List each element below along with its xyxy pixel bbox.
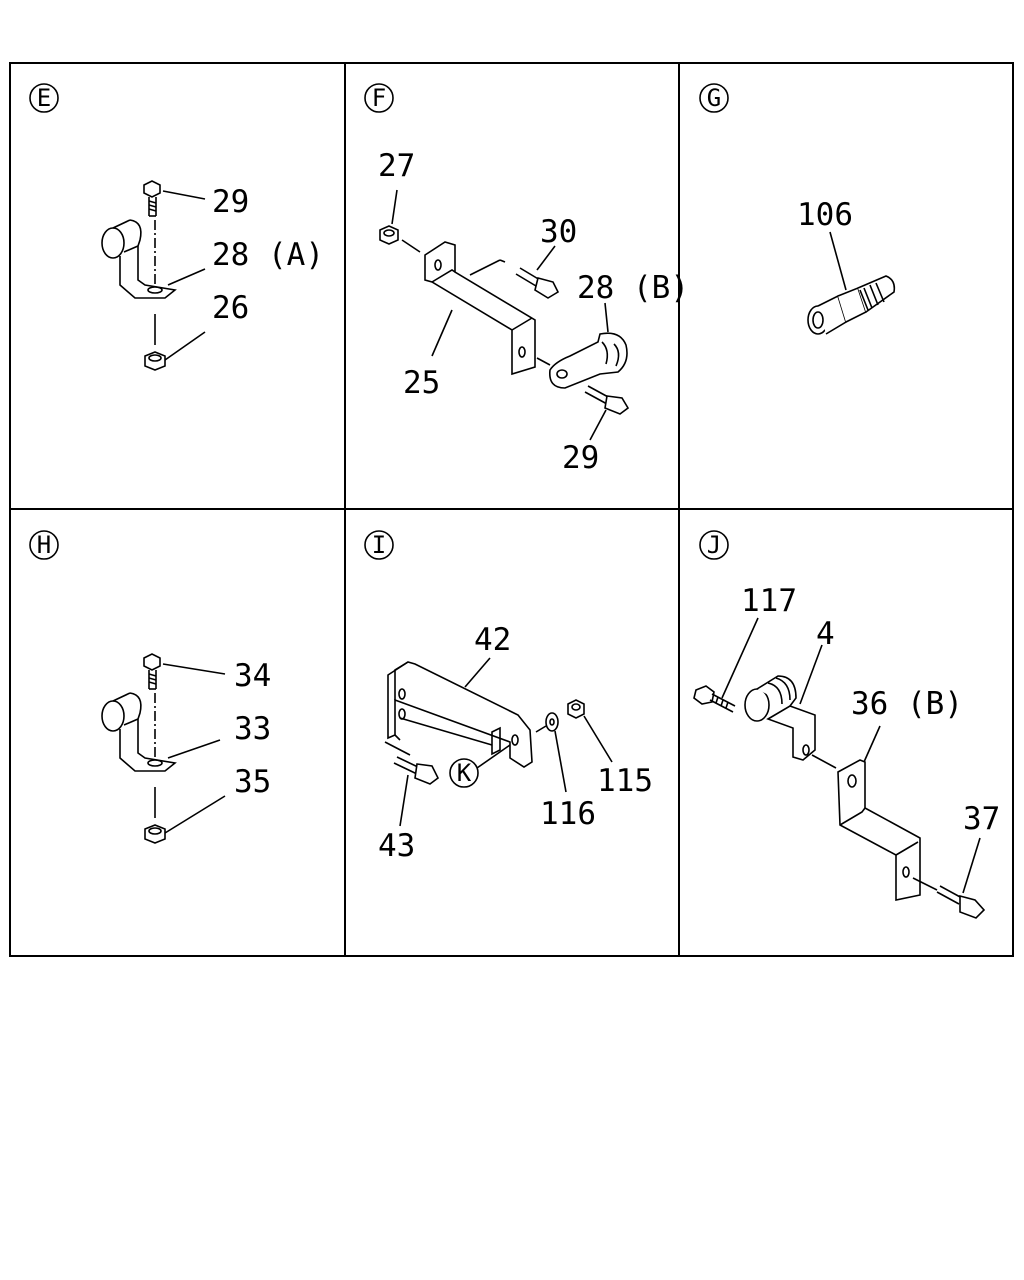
bolt-icon [143, 653, 161, 690]
panel-e: E 29 28 (A) 26 [29, 83, 324, 371]
callout-43: 43 [378, 828, 415, 864]
callout-116: 116 [540, 796, 596, 832]
callout-36b: 36 (B) [851, 686, 963, 722]
callout-4: 4 [816, 616, 835, 652]
nut-icon [144, 351, 166, 371]
bolt-icon [143, 180, 161, 217]
bracket-icon [424, 241, 536, 376]
callout-42: 42 [474, 622, 511, 658]
callout-26: 26 [212, 290, 249, 326]
panel-g: G 106 [699, 83, 896, 335]
washer-icon [545, 712, 559, 732]
panel-letter-g: G [707, 84, 721, 112]
bracket-icon [837, 759, 921, 901]
clip-icon [744, 675, 816, 761]
panel-letter-f: F [372, 84, 386, 112]
bolt-icon [936, 885, 986, 919]
clamp-icon [101, 692, 177, 772]
callout-k: K [457, 759, 472, 787]
callout-117: 117 [741, 583, 797, 619]
callout-35: 35 [234, 764, 271, 800]
callout-106: 106 [797, 197, 853, 233]
bracket-icon [387, 661, 533, 768]
bolt-icon [693, 685, 736, 713]
clamp-icon [101, 219, 177, 299]
callout-37: 37 [963, 801, 1000, 837]
panel-i: I K [364, 530, 653, 864]
fitting-icon [807, 275, 896, 335]
callout-29: 29 [212, 184, 249, 220]
bolt-icon [584, 385, 630, 415]
panel-h: H 34 33 35 [29, 530, 271, 844]
callout-28a: 28 (A) [212, 237, 324, 273]
callout-115: 115 [597, 763, 653, 799]
panel-letter-j: J [707, 531, 721, 559]
nut-icon [379, 225, 399, 245]
panel-f: F [364, 83, 689, 476]
callout-30: 30 [540, 214, 577, 250]
bolt-icon [515, 267, 560, 299]
callout-25: 25 [403, 365, 440, 401]
panel-letter-i: I [372, 531, 386, 559]
bolt-icon [393, 756, 440, 785]
nut-icon [144, 824, 166, 844]
callout-27: 27 [378, 148, 415, 184]
clip-icon [548, 332, 628, 389]
nut-icon [567, 699, 585, 719]
callout-33: 33 [234, 711, 271, 747]
callout-28b: 28 (B) [577, 270, 689, 306]
callout-34: 34 [234, 658, 271, 694]
panel-grid [9, 62, 1014, 957]
panel-letter-h: H [37, 531, 51, 559]
panel-letter-e: E [37, 84, 51, 112]
panel-j: J [693, 530, 1000, 919]
callout-29: 29 [562, 440, 599, 476]
